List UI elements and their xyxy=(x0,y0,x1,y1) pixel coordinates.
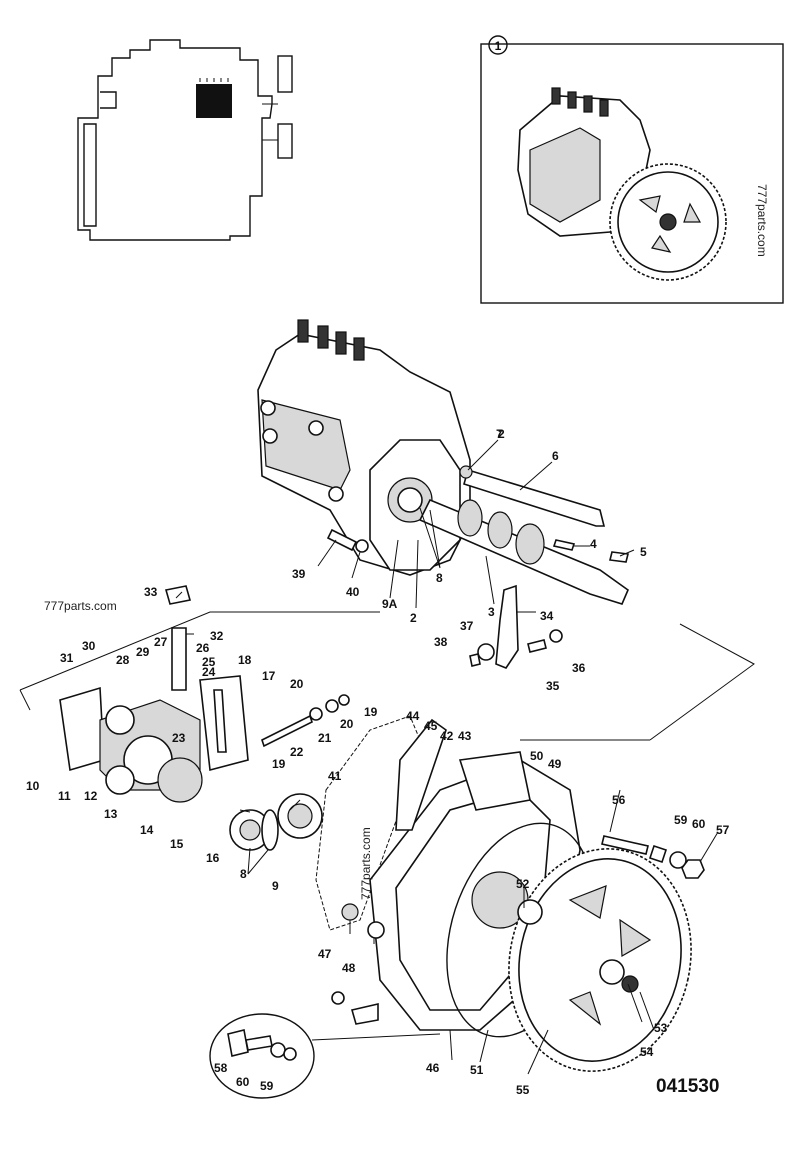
part-label: 40 xyxy=(346,585,360,599)
drive-gear xyxy=(508,835,705,1072)
lever-assembly xyxy=(469,584,563,669)
part-label: 27 xyxy=(154,635,168,649)
part-label: 39 xyxy=(292,567,306,581)
part-label: 58 xyxy=(214,1061,228,1075)
detail-bolt-circle xyxy=(209,1013,441,1099)
part-label: 11 xyxy=(58,789,71,803)
part-label: 7 xyxy=(496,427,503,441)
part-label: 34 xyxy=(540,609,554,623)
part-label: 2 xyxy=(498,427,505,441)
watermark-text: 777parts.com xyxy=(755,184,769,257)
part-label: 53 xyxy=(654,1021,668,1035)
part-label: 26 xyxy=(196,641,210,655)
part-label: 8 xyxy=(436,571,443,585)
part-label: 60 xyxy=(692,817,706,831)
leader-lines xyxy=(175,439,719,1075)
part-label: 20 xyxy=(290,677,304,691)
part-label: 9 xyxy=(272,879,279,893)
watermark-text: 777parts.com xyxy=(359,827,373,900)
part-label: 5 xyxy=(640,545,647,559)
drawing-code: 041530 xyxy=(656,1076,719,1097)
part-label: 46 xyxy=(426,1061,440,1075)
part-label: 15 xyxy=(170,837,184,851)
part-label: 22 xyxy=(290,745,304,759)
governor-assembly xyxy=(59,585,350,851)
inset-callout-circle xyxy=(488,35,508,55)
part-label: 8 xyxy=(240,867,247,881)
part-label: 52 xyxy=(516,877,530,891)
part-label: 12 xyxy=(84,789,98,803)
part-label: 2 xyxy=(410,611,417,625)
part-label: 30 xyxy=(82,639,96,653)
part-label: 49 xyxy=(548,757,562,771)
part-label: 21 xyxy=(318,731,332,745)
part-label: 35 xyxy=(546,679,560,693)
inset-assembled-pump: 1 xyxy=(480,35,784,304)
part-label: 32 xyxy=(210,629,224,643)
part-label: 59 xyxy=(674,813,688,827)
part-label: 48 xyxy=(342,961,356,975)
part-label: 33 xyxy=(144,585,158,599)
part-label: 13 xyxy=(104,807,118,821)
part-label: 29 xyxy=(136,645,150,659)
part-label: 36 xyxy=(572,661,586,675)
engine-outline xyxy=(77,39,293,241)
injection-pump-body xyxy=(257,319,629,605)
part-label: 41 xyxy=(328,769,342,783)
part-label: 19 xyxy=(272,757,286,771)
fuel-pump-location-marker xyxy=(196,84,232,118)
watermark-text: 777parts.com xyxy=(44,599,117,613)
part-label: 28 xyxy=(116,653,130,667)
part-label: 20 xyxy=(340,717,354,731)
part-label: 51 xyxy=(470,1063,484,1077)
part-label: 10 xyxy=(26,779,40,793)
inset-callout-number: 1 xyxy=(495,39,502,53)
part-label: 16 xyxy=(206,851,220,865)
part-label: 57 xyxy=(716,823,730,837)
part-label: 3 xyxy=(488,605,495,619)
part-label: 60 xyxy=(236,1075,250,1089)
part-label: 55 xyxy=(516,1083,530,1097)
part-label: 25 xyxy=(202,655,216,669)
part-label: 47 xyxy=(318,947,332,961)
part-label: 37 xyxy=(460,619,474,633)
part-label: 44 xyxy=(406,709,420,723)
governor-area-frame xyxy=(19,611,755,741)
part-label: 31 xyxy=(60,651,74,665)
part-label: 19 xyxy=(364,705,378,719)
part-label: 56 xyxy=(612,793,626,807)
part-label: 18 xyxy=(238,653,252,667)
part-label: 23 xyxy=(172,731,186,745)
part-labels: 2 2 3 4 5 6 7 8 8 9 9A 10 11 12 13 14 15… xyxy=(26,427,730,1097)
part-label: 42 xyxy=(440,729,454,743)
part-label: 17 xyxy=(262,669,276,683)
part-label: 14 xyxy=(140,823,154,837)
part-label: 54 xyxy=(640,1045,654,1059)
part-label: 45 xyxy=(424,719,438,733)
part-label: 6 xyxy=(552,449,559,463)
part-label: 24 xyxy=(202,665,216,679)
part-label: 43 xyxy=(458,729,472,743)
part-label: 38 xyxy=(434,635,448,649)
part-label: 4 xyxy=(590,537,597,551)
part-label: 9A xyxy=(382,597,398,611)
part-label: 50 xyxy=(530,749,544,763)
part-label: 59 xyxy=(260,1079,274,1093)
